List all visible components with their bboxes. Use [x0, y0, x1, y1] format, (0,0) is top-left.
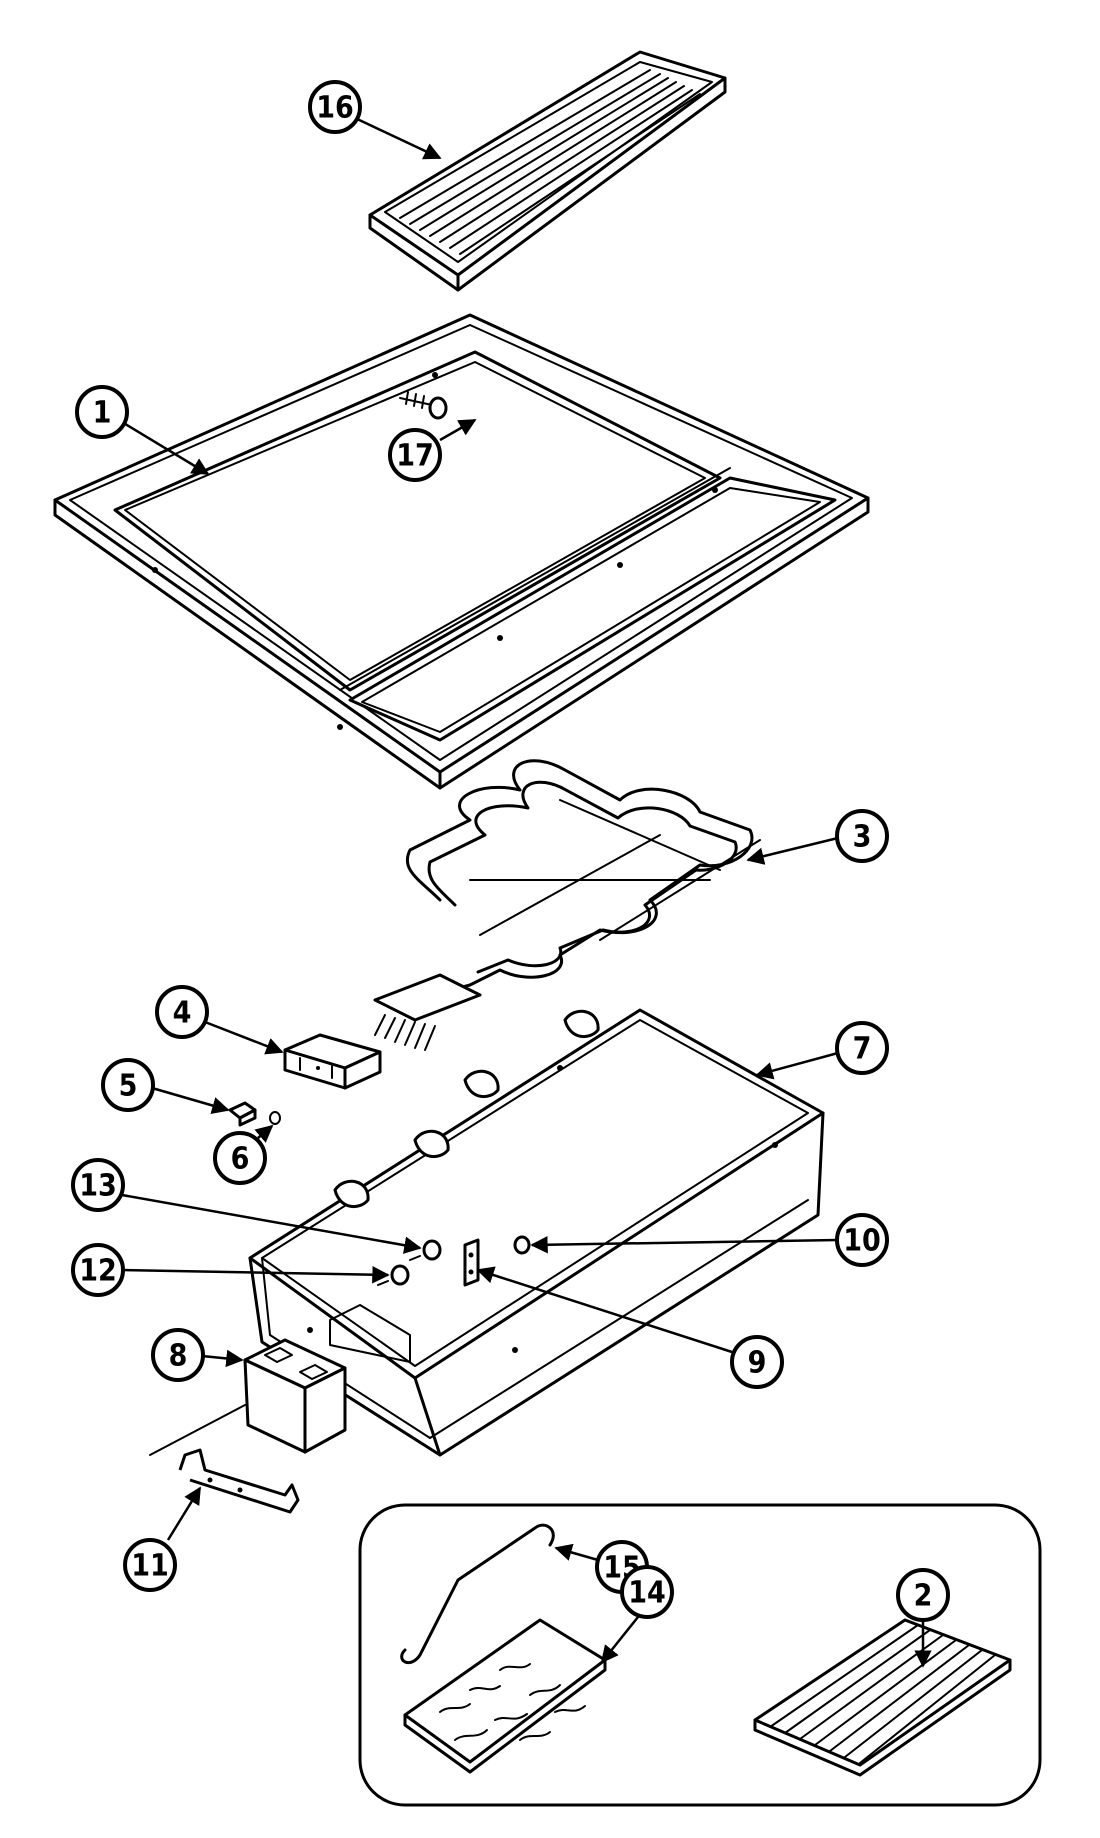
callout-3: 3 — [835, 809, 889, 863]
callout-9: 9 — [730, 1335, 784, 1389]
callout-13-label: 13 — [79, 1169, 117, 1204]
part-5-clip — [228, 1101, 257, 1127]
callout-16-label: 16 — [316, 91, 354, 126]
callout-2: 2 — [896, 1568, 950, 1622]
part-3-broil-element — [373, 759, 761, 1051]
part-14-liner — [403, 1618, 607, 1774]
part-2-grid-rack — [753, 1618, 1012, 1777]
part-8-receptacle — [243, 1338, 347, 1454]
callout-7-label: 7 — [853, 1032, 872, 1067]
accessories-box — [358, 1503, 1042, 1807]
callout-14: 14 — [620, 1565, 674, 1619]
part-9-bracket — [463, 1238, 480, 1287]
callout-9-label: 9 — [748, 1346, 767, 1381]
part-10-nut — [513, 1235, 531, 1255]
callout-4: 4 — [155, 985, 209, 1039]
callout-11: 11 — [123, 1538, 177, 1592]
callout-10: 10 — [835, 1213, 889, 1267]
callout-3-label: 3 — [853, 820, 872, 855]
callout-16: 16 — [308, 80, 362, 134]
part-17-screw — [399, 391, 448, 420]
part-15-wire-hanger — [400, 1523, 555, 1665]
callout-8-label: 8 — [169, 1339, 188, 1374]
callout-5-label: 5 — [119, 1069, 138, 1104]
callout-11-label: 11 — [131, 1549, 169, 1584]
callout-6: 6 — [213, 1131, 267, 1185]
callout-17: 17 — [388, 428, 442, 482]
callout-7: 7 — [835, 1021, 889, 1075]
leader-lines — [121, 116, 932, 1668]
callout-8: 8 — [151, 1328, 205, 1382]
part-7-broiler-housing — [248, 1008, 825, 1457]
callout-1-label: 1 — [93, 396, 112, 431]
callout-12-label: 12 — [79, 1254, 117, 1289]
part-16-grill-grate — [368, 50, 727, 292]
part-4-terminal-block — [283, 1033, 382, 1090]
callout-13: 13 — [71, 1158, 125, 1212]
callout-6-label: 6 — [231, 1142, 250, 1177]
callout-1: 1 — [75, 385, 129, 439]
callout-10-label: 10 — [843, 1224, 881, 1259]
callout-2-label: 2 — [914, 1579, 933, 1614]
part-1-cooktop-frame — [53, 313, 870, 790]
callout-12: 12 — [71, 1243, 125, 1297]
callout-4-label: 4 — [173, 996, 192, 1031]
callout-14-label: 14 — [628, 1576, 666, 1611]
callout-17-label: 17 — [396, 439, 434, 474]
part-6-washer — [269, 1111, 281, 1125]
part-11-bracket — [149, 1404, 300, 1514]
callout-5: 5 — [101, 1058, 155, 1112]
part-13-screw — [409, 1239, 442, 1261]
